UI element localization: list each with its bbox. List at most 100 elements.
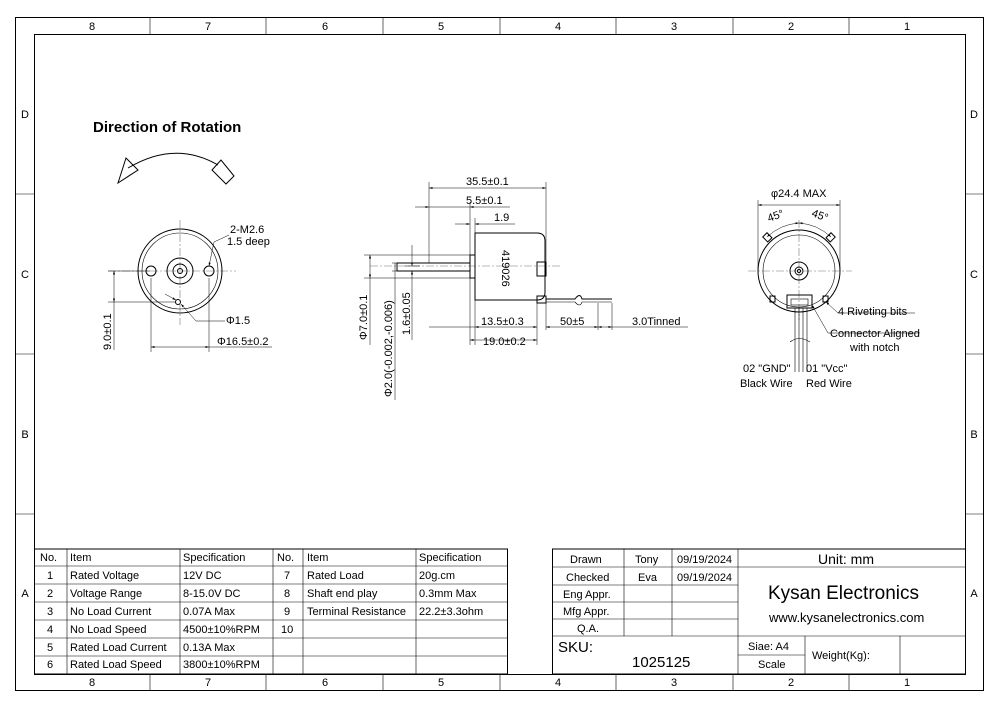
riveting-label: 4 Riveting bits xyxy=(838,306,908,318)
title-row-date: 09/19/2024 xyxy=(677,572,732,584)
spec-cell: 8-15.0V DC xyxy=(183,588,241,600)
zone-col-bottom-7: 7 xyxy=(205,677,211,689)
sku-value: 1025125 xyxy=(632,654,690,671)
zone-row-right-d: D xyxy=(970,109,978,121)
title-row-label: Mfg Appr. xyxy=(563,606,609,618)
spec-cell: 0.3mm Max xyxy=(419,588,477,600)
spec-cell: 5 xyxy=(47,642,53,654)
spec-cell: Rated Load Speed xyxy=(70,659,162,671)
spec-cell: 3800±10%RPM xyxy=(183,659,260,671)
weight-label: Weight(Kg): xyxy=(812,650,870,662)
connector-label-line1: Connector Aligned xyxy=(830,328,920,340)
spec-cell: 3 xyxy=(47,606,53,618)
zone-col-top-8: 8 xyxy=(89,21,95,33)
tinned-label: 3.0Tinned xyxy=(632,316,681,328)
spec-header-spec-2: Specification xyxy=(419,552,481,564)
screw-label: 2-M2.6 xyxy=(230,224,264,236)
rear-view xyxy=(748,200,920,372)
company-website: www.kysanelectronics.com xyxy=(768,610,924,625)
zone-col-bottom-5: 5 xyxy=(438,677,444,689)
zone-col-bottom-1: 1 xyxy=(904,677,910,689)
front-view xyxy=(108,220,272,352)
title-row-date: 09/19/2024 xyxy=(677,554,732,566)
spec-cell: Voltage Range xyxy=(70,588,142,600)
zone-row-right-a: A xyxy=(970,588,978,600)
zone-col-bottom-3: 3 xyxy=(671,677,677,689)
zone-col-top-6: 6 xyxy=(322,21,328,33)
zone-ticks xyxy=(15,17,984,691)
title-row-label: Q.A. xyxy=(577,623,599,635)
spec-cell: Rated Load xyxy=(307,570,364,582)
spec-header-spec-1: Specification xyxy=(183,552,245,564)
title-block xyxy=(552,548,966,675)
zone-col-bottom-2: 2 xyxy=(788,677,794,689)
spec-header-item-2: Item xyxy=(307,552,328,564)
spec-cell: 8 xyxy=(284,588,290,600)
spec-cell: Terminal Resistance xyxy=(307,606,406,618)
zone-col-bottom-8: 8 xyxy=(89,677,95,689)
spec-cell: No Load Current xyxy=(70,606,151,618)
company-name: Kysan Electronics xyxy=(768,583,919,604)
title-row-label: Drawn xyxy=(570,554,602,566)
shaft-length-label: 5.5±0.1 xyxy=(466,195,503,207)
spec-cell: Rated Load Current xyxy=(70,642,167,654)
marking-label: 419026 xyxy=(499,250,511,287)
spec-cell: Rated Voltage xyxy=(70,570,139,582)
vcc-label: 01 "Vcc" xyxy=(806,363,848,375)
hole-dia-label: Φ1.5 xyxy=(226,315,250,327)
height-dim-label: 9.0±0.1 xyxy=(102,313,114,350)
unit-label: Unit: mm xyxy=(818,551,874,567)
zone-col-top-7: 7 xyxy=(205,21,211,33)
spec-cell: Shaft end play xyxy=(307,588,378,600)
spec-header-no-1: No. xyxy=(40,552,57,564)
spec-cell: 20g.cm xyxy=(419,570,455,582)
zone-row-left-d: D xyxy=(21,109,29,121)
spec-cell: 12V DC xyxy=(183,570,222,582)
lead-length-label: 50±5 xyxy=(560,316,584,328)
spec-cell: 2 xyxy=(47,588,53,600)
gnd-label: 02 "GND" xyxy=(743,363,791,375)
zone-col-top-3: 3 xyxy=(671,21,677,33)
zone-row-left-c: C xyxy=(21,269,29,281)
zone-col-top-5: 5 xyxy=(438,21,444,33)
shaft-offset-label: 1.6±0.05 xyxy=(401,292,413,335)
zone-col-bottom-4: 4 xyxy=(555,677,561,689)
spec-cell: 22.2±3.3ohm xyxy=(419,606,483,618)
shaft-dia-label: Φ2.0(-0.002,-0.006) xyxy=(383,300,395,397)
spec-cell: 0.13A Max xyxy=(183,642,235,654)
gnd-wire-label: Black Wire xyxy=(740,378,793,390)
spec-cell: 9 xyxy=(284,606,290,618)
zone-col-top-1: 1 xyxy=(904,21,910,33)
max-dia-label: φ24.4 MAX xyxy=(771,188,827,200)
boss-dia-label: Φ7.0±0.1 xyxy=(358,295,370,340)
sku-label: SKU: xyxy=(558,639,593,656)
spec-table xyxy=(34,548,508,675)
angle-left-label: 45° xyxy=(766,208,786,225)
depth-label: 1.5 deep xyxy=(227,236,270,248)
spec-cell: 4 xyxy=(47,624,53,636)
spec-cell: No Load Speed xyxy=(70,624,146,636)
zone-row-right-c: C xyxy=(970,269,978,281)
connector-label-line2: with notch xyxy=(849,342,900,354)
spec-header-no-2: No. xyxy=(277,552,294,564)
rotation-title: Direction of Rotation xyxy=(93,119,241,136)
zone-col-bottom-6: 6 xyxy=(322,677,328,689)
spec-cell: 10 xyxy=(281,624,293,636)
can-length-b-label: 19.0±0.2 xyxy=(483,336,526,348)
spec-cell: 0.07A Max xyxy=(183,606,235,618)
vcc-wire-label: Red Wire xyxy=(806,378,852,390)
title-row-label: Checked xyxy=(566,572,609,584)
zone-col-top-2: 2 xyxy=(788,21,794,33)
title-row-name: Tony xyxy=(635,554,659,566)
title-row-label: Eng Appr. xyxy=(563,589,611,601)
spec-cell: 4500±10%RPM xyxy=(183,624,260,636)
spec-cell: 6 xyxy=(47,659,53,671)
spec-header-item-1: Item xyxy=(70,552,91,564)
spec-cell: 1 xyxy=(47,570,53,582)
side-view xyxy=(364,182,688,400)
zone-row-left-b: B xyxy=(21,429,28,441)
can-length-a-label: 13.5±0.3 xyxy=(481,316,524,328)
title-row-name: Eva xyxy=(638,572,658,584)
zone-row-left-a: A xyxy=(21,588,29,600)
